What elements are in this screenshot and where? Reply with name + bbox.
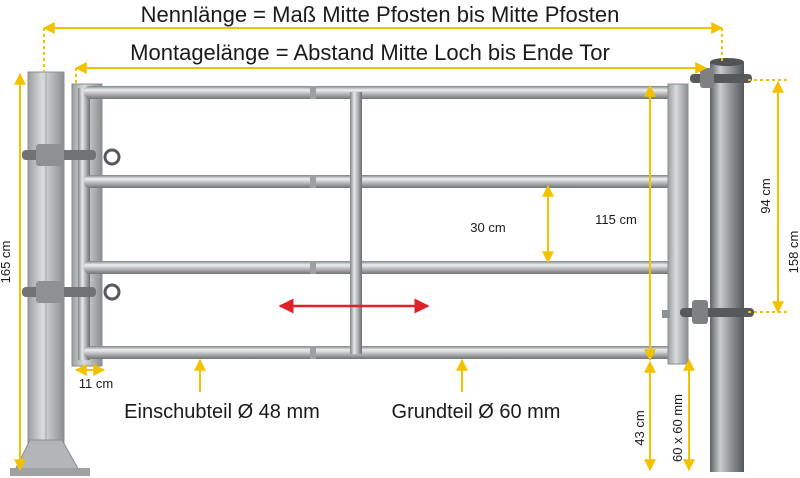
ground-clearance-label: 43 cm <box>632 410 647 445</box>
post-profile-label: 60 x 60 mm <box>670 394 685 462</box>
title-line-1: Nennlänge = Maß Mitte Pfosten bis Mitte … <box>141 2 620 27</box>
hinge-spacing-label: 94 cm <box>758 178 773 213</box>
gate-base-frame <box>667 83 689 365</box>
gate-rails <box>84 86 688 359</box>
right-hinge-bottom <box>662 300 754 324</box>
base-plate <box>13 439 81 473</box>
rail-spacing-label: 30 cm <box>470 220 505 235</box>
right-post <box>710 58 744 472</box>
base-part-label: Grundteil Ø 60 mm <box>392 401 561 423</box>
right-post-height-label: 158 cm <box>786 231 800 274</box>
rail-4 <box>84 346 688 359</box>
middle-brace <box>350 92 362 354</box>
title-line-2: Montagelänge = Abstand Mitte Loch bis En… <box>130 40 610 65</box>
left-post-height-label: 165 cm <box>0 241 13 284</box>
left-hinge-top <box>22 144 121 166</box>
gate-height-label: 115 cm <box>595 212 637 227</box>
rail-1 <box>84 86 688 99</box>
left-post <box>10 71 90 476</box>
dimension-lines <box>14 22 790 472</box>
extension-part-label: Einschubteil Ø 48 mm <box>124 401 320 423</box>
gate-extension-frame <box>71 83 103 367</box>
left-hinge-bottom <box>22 281 121 303</box>
rail-2 <box>84 175 688 188</box>
rail-3 <box>84 261 688 274</box>
offset-label: 11 cm <box>79 376 113 391</box>
